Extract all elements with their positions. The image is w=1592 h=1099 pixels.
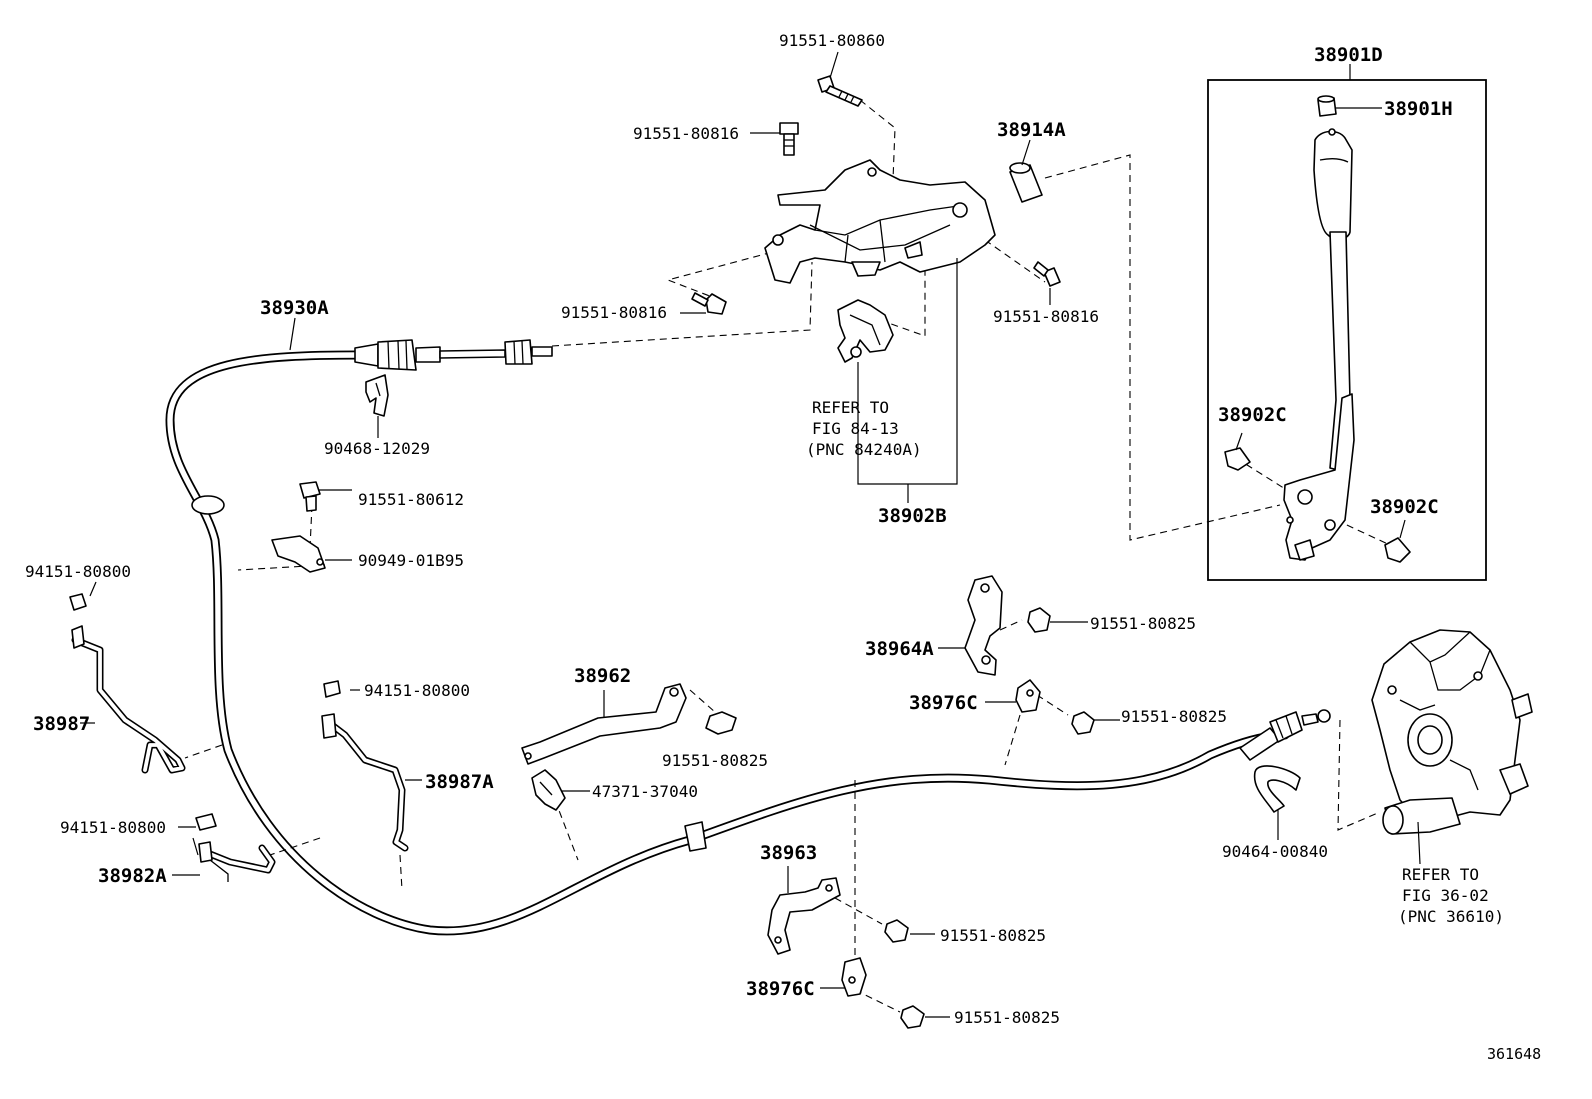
label-94151-80800-lower: 94151-80800: [60, 818, 166, 837]
refer-note-line: REFER TO: [1402, 865, 1479, 884]
refer-note-fig-36-02: REFER TO FIG 36-02 (PNC 36610): [1398, 865, 1504, 926]
label-91551-80825-d: 91551-80825: [940, 926, 1046, 945]
shift-cable-38930a: [165, 339, 1331, 936]
clip-90468-12029: [365, 374, 389, 438]
label-38902b: 38902B: [878, 505, 947, 527]
label-38976c-lower: 38976C: [746, 978, 815, 1000]
label-38982a: 38982A: [98, 865, 167, 887]
bracket-38963: [767, 866, 935, 955]
refer-note-line: (PNC 36610): [1398, 907, 1504, 926]
label-94151-80800-mid: 94151-80800: [364, 681, 470, 700]
label-91551-80816-upper: 91551-80816: [633, 124, 739, 143]
label-90464-00840: 90464-00840: [1222, 842, 1328, 861]
label-91551-80825-c: 91551-80825: [1121, 707, 1227, 726]
bracket-38962: [521, 683, 737, 765]
label-91551-80860: 91551-80860: [779, 31, 885, 50]
label-38987: 38987: [33, 713, 90, 735]
diagram-id: 361648: [1487, 1045, 1541, 1063]
label-47371-37040: 47371-37040: [592, 782, 698, 801]
clip-90464-00840: [1253, 765, 1301, 840]
label-38902c-left: 38902C: [1218, 404, 1287, 426]
refer-note-line: REFER TO: [812, 398, 889, 417]
leader-lines-upper: [89, 51, 1051, 856]
label-38976c-upper: 38976C: [909, 692, 978, 714]
transmission-unit: [1371, 629, 1533, 865]
label-90468-12029: 90468-12029: [324, 439, 430, 458]
label-38901h: 38901H: [1384, 98, 1453, 120]
rod-38987: [69, 593, 186, 774]
label-91551-80816-left: 91551-80816: [561, 303, 667, 322]
part-labels: 91551-80860 91551-80816 38914A 91551-808…: [25, 31, 1453, 1027]
label-91551-80825-a: 91551-80825: [662, 751, 768, 770]
refer-note-line: FIG 84-13: [812, 419, 899, 438]
refer-note-line: FIG 36-02: [1402, 886, 1489, 905]
label-38964a: 38964A: [865, 638, 934, 660]
label-38901d: 38901D: [1314, 44, 1383, 66]
label-38962: 38962: [574, 665, 631, 687]
label-91551-80816-right: 91551-80816: [993, 307, 1099, 326]
clip-38976c-lower: [820, 957, 950, 1029]
clamp-90949-01b95: [271, 481, 352, 573]
bracket-38964a: [938, 575, 1088, 676]
label-91551-80825-e: 91551-80825: [954, 1008, 1060, 1027]
label-38914a: 38914A: [997, 119, 1066, 141]
clip-38976c-upper: [985, 679, 1120, 735]
label-38963: 38963: [760, 842, 817, 864]
spring-38982a: [172, 813, 276, 882]
shift-lever-bracket-assembly: [691, 75, 1061, 503]
label-38930a: 38930A: [260, 297, 329, 319]
label-91551-80825-b: 91551-80825: [1090, 614, 1196, 633]
label-91551-80612: 91551-80612: [358, 490, 464, 509]
label-90949-01b95: 90949-01B95: [358, 551, 464, 570]
label-38987a: 38987A: [425, 771, 494, 793]
label-94151-80800-left: 94151-80800: [25, 562, 131, 581]
refer-note-line: (PNC 84240A): [806, 440, 922, 459]
shift-lever-38901d: [1207, 64, 1487, 581]
refer-note-fig-84-13: REFER TO FIG 84-13 (PNC 84240A): [806, 398, 922, 459]
rod-38987a: [321, 680, 422, 852]
clamp-47371-37040: [531, 769, 590, 811]
label-38902c-right: 38902C: [1370, 496, 1439, 518]
